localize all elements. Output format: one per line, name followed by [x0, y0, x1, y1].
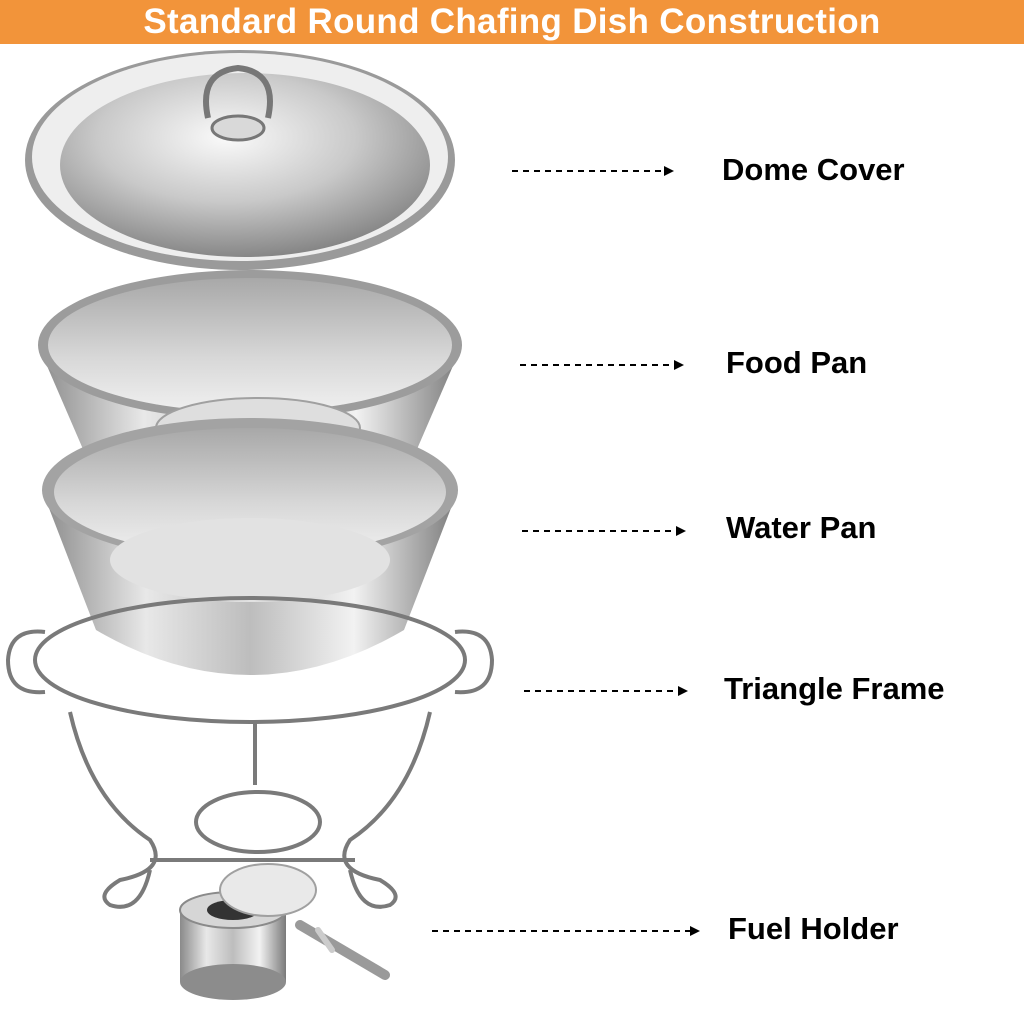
page-title: Standard Round Chafing Dish Construction	[143, 2, 881, 41]
triangle-frame-label: Triangle Frame	[724, 671, 945, 706]
fuel-holder-arrow	[432, 926, 700, 936]
food-pan-arrow	[520, 360, 684, 370]
dome-cover-shape	[25, 50, 455, 270]
fuel-holder-shape	[179, 863, 390, 1000]
chafing-dish-illustration	[5, 50, 495, 1000]
water-pan-shape	[42, 418, 458, 675]
food-pan-label: Food Pan	[726, 345, 868, 380]
water-pan-arrow	[522, 526, 686, 536]
fuel-holder-label: Fuel Holder	[728, 911, 899, 946]
triangle-frame-shape	[5, 596, 495, 909]
water-pan-label: Water Pan	[726, 510, 877, 545]
triangle-frame-arrow	[524, 686, 688, 696]
dome-cover-arrow	[512, 166, 674, 176]
dome-cover-label: Dome Cover	[722, 152, 905, 187]
header-banner: Standard Round Chafing Dish Construction	[0, 0, 1024, 44]
